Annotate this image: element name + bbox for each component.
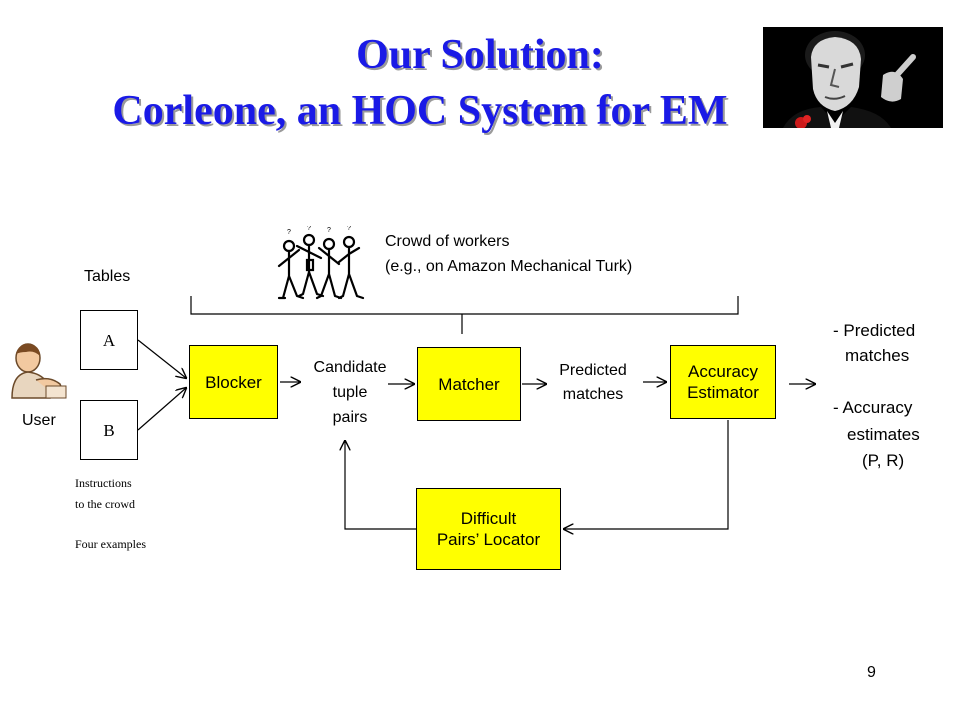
arrow-accuracy-to-difficult	[564, 420, 728, 529]
crowd-brace	[191, 296, 738, 334]
arrow-b-to-blocker	[138, 388, 186, 430]
arrow-a-to-blocker	[138, 340, 186, 378]
arrow-difficult-to-candidate	[345, 441, 416, 529]
